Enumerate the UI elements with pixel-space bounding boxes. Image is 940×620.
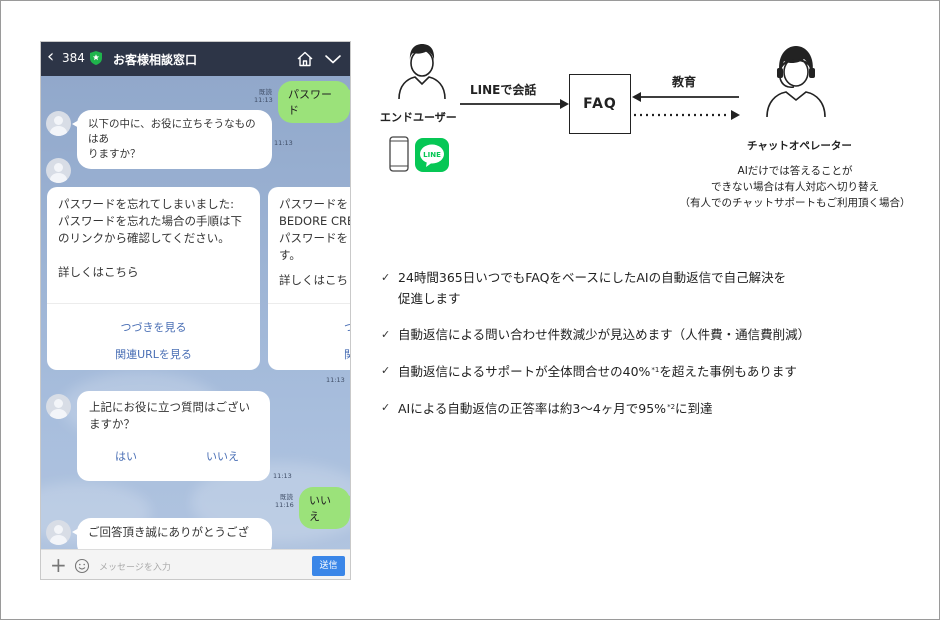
end-user-label: エンドユーザー <box>380 111 457 124</box>
card-text: のリンクから確認してください。 <box>58 231 230 245</box>
benefit-item: ✓ AIによる自動返信の正答率は約3〜4ヶ月で95%*2に到達 <box>381 397 901 419</box>
read-receipt: 既読 <box>259 88 272 96</box>
education-label: 教育 <box>672 75 697 89</box>
card-more-link[interactable]: 詳しくはこち <box>279 273 348 287</box>
end-user-icon <box>398 44 446 100</box>
question-text: 上記にお役に立つ質問はござい <box>89 400 250 414</box>
send-button[interactable]: 送信 <box>312 556 345 576</box>
home-icon[interactable] <box>296 50 314 68</box>
line-conversation-label: LINEで会話 <box>470 83 537 97</box>
dotted-arrow-icon <box>634 110 740 120</box>
benefit-item: ✓ 24時間365日いつでもFAQをベースにしたAIの自動返信で自己解決を 促進… <box>381 267 901 309</box>
message-time: 11:13 <box>273 472 292 480</box>
message-meta: 既読 11:16 <box>275 493 294 509</box>
card-text: パスワードを <box>279 231 348 245</box>
card-text: BEDORE CRE <box>279 214 351 228</box>
message-time: 11:13 <box>254 96 273 104</box>
no-button[interactable]: いいえ <box>206 450 239 463</box>
benefit-text: に到達 <box>675 401 713 416</box>
benefit-text: を超えた事例もあります <box>659 364 797 379</box>
footnote-mark: *1 <box>651 366 660 374</box>
card-more-link[interactable]: 詳しくはこちら <box>58 265 139 279</box>
right-arrow-icon <box>460 99 569 109</box>
continue-button[interactable]: つづきを見る <box>120 321 187 334</box>
escalation-caption: AIだけでは答えることが できない場合は有人対応へ切り替え （有人でのチャットサ… <box>670 163 920 211</box>
back-arrow-icon[interactable]: ‹ <box>47 46 55 67</box>
chat-screen: ‹ 384 お客様相談窓口 既読 11:13 パスワード 以下の中に、お役に立ち… <box>40 41 351 580</box>
check-icon: ✓ <box>381 364 391 377</box>
outgoing-message[interactable]: いいえ <box>299 487 350 529</box>
benefit-text: 自動返信によるサポートが全体問合せの40% <box>398 364 651 379</box>
check-icon: ✓ <box>381 328 391 341</box>
bot-avatar[interactable] <box>46 158 71 183</box>
chevron-down-icon[interactable] <box>324 52 342 66</box>
card-text: す。 <box>279 248 301 262</box>
benefit-text: AIによる自動返信の正答率は約3〜4ヶ月で95% <box>398 401 667 416</box>
benefit-list: ✓ 24時間365日いつでもFAQをベースにしたAIの自動返信で自己解決を 促進… <box>381 267 901 434</box>
read-receipt: 既読 <box>280 493 293 501</box>
benefit-text: 促進します <box>398 291 461 306</box>
chat-operator-icon <box>766 46 826 118</box>
continue-button[interactable]: つ <box>344 314 350 341</box>
message-line: りますか？ <box>88 148 141 160</box>
confirm-card: 上記にお役に立つ質問はござい ますか？ はい いいえ <box>77 391 270 481</box>
benefit-item: ✓ 自動返信による問い合わせ件数減少が見込めます（人件費・通信費削減） <box>381 324 901 345</box>
unread-count[interactable]: 384 <box>62 51 85 65</box>
footnote-mark: *2 <box>667 403 676 411</box>
related-url-button[interactable]: 関 <box>344 341 350 368</box>
carousel-card[interactable]: パスワードを BEDORE CRE パスワードを す。 詳しくはこち つ 関 <box>268 187 351 370</box>
benefit-item: ✓ 自動返信によるサポートが全体問合せの40%*1を超えた事例もあります <box>381 360 901 382</box>
bot-avatar[interactable] <box>46 520 71 545</box>
message-meta: 既読 11:13 <box>254 88 273 104</box>
yes-button[interactable]: はい <box>115 450 137 463</box>
faq-box: FAQ <box>569 74 631 134</box>
benefit-text: 24時間365日いつでもFAQをベースにしたAIの自動返信で自己解決を <box>398 270 787 285</box>
outgoing-message[interactable]: パスワード <box>278 81 350 123</box>
benefit-text: 自動返信による問い合わせ件数減少が見込めます（人件費・通信費削減） <box>398 327 811 342</box>
line-app-icon: LINE <box>415 138 449 172</box>
incoming-message[interactable]: 以下の中に、お役に立ちそうなものはあ りますか？ <box>72 110 272 169</box>
card-text: パスワードを忘れてしまいました: <box>58 197 235 211</box>
chat-header: ‹ 384 お客様相談窓口 <box>41 42 350 76</box>
bot-avatar[interactable] <box>46 111 71 136</box>
official-shield-icon <box>90 51 102 65</box>
message-input[interactable]: メッセージを入力 <box>99 563 171 573</box>
message-time: 11:13 <box>274 139 293 147</box>
bot-avatar[interactable] <box>46 394 71 419</box>
question-text: ますか？ <box>89 417 135 431</box>
carousel-card[interactable]: パスワードを忘れてしまいました: パスワードを忘れた場合の手順は下 のリンクから… <box>47 187 260 370</box>
smartphone-icon <box>389 136 409 172</box>
line-logo-text: LINE <box>423 151 441 159</box>
emoji-icon[interactable] <box>74 558 90 574</box>
operator-label: チャットオペレーター <box>747 140 852 152</box>
message-line: 以下の中に、お役に立ちそうなものはあ <box>88 118 256 145</box>
card-text: パスワードを忘れた場合の手順は下 <box>58 214 242 228</box>
message-time: 11:13 <box>326 376 345 384</box>
caption-line: できない場合は有人対応へ切り替え <box>711 181 879 193</box>
message-input-bar: + メッセージを入力 送信 <box>41 549 350 579</box>
caption-line: （有人でのチャットサポートもご利用頂く場合） <box>679 197 911 209</box>
plus-icon[interactable]: + <box>50 553 67 577</box>
message-time: 11:16 <box>275 501 294 509</box>
check-icon: ✓ <box>381 271 391 284</box>
check-icon: ✓ <box>381 401 391 414</box>
card-text: パスワードを <box>279 197 348 211</box>
caption-line: AIだけでは答えることが <box>737 165 853 177</box>
related-url-button[interactable]: 関連URLを見る <box>115 348 192 361</box>
chat-title: お客様相談窓口 <box>113 53 198 67</box>
left-arrow-icon <box>632 92 739 102</box>
